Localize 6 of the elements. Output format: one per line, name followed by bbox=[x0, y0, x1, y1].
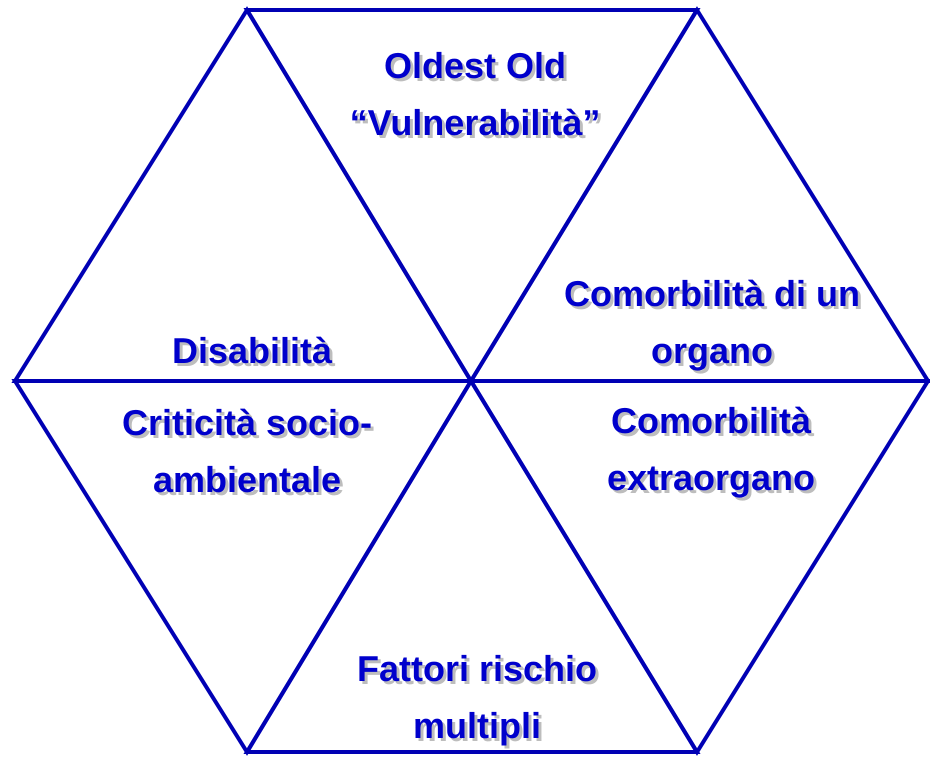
segment-label: Disabilità bbox=[170, 329, 334, 373]
segment-label: Oldest Old “Vulnerabilità” bbox=[348, 44, 602, 145]
segment-label: Fattori rischio multipli bbox=[356, 647, 598, 748]
segment-label: Comorbilità di un organo bbox=[563, 272, 861, 373]
segment-label: Comorbilità extraorgano bbox=[606, 399, 816, 500]
segment-label: Criticità socio-ambientale bbox=[120, 401, 374, 502]
